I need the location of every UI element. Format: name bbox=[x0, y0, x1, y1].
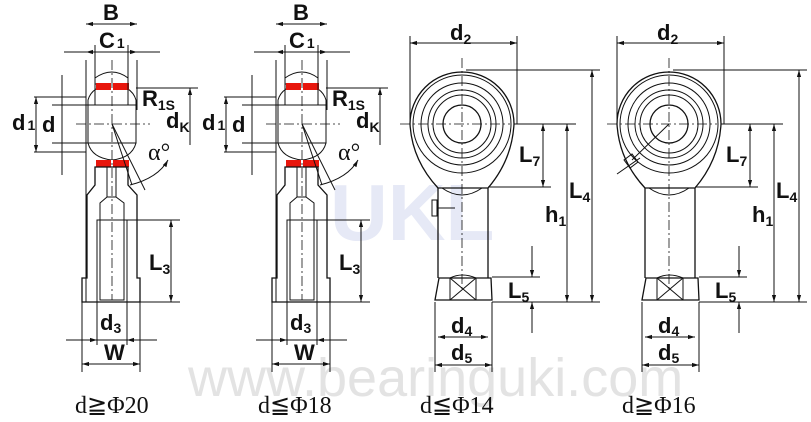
lube-nipple-side bbox=[431, 199, 455, 217]
label-alpha: α° bbox=[338, 140, 360, 166]
label-B: B bbox=[103, 0, 119, 25]
label-L7: L7 bbox=[726, 142, 747, 169]
label-L3: L3 bbox=[149, 250, 170, 277]
label-L5: L5 bbox=[508, 278, 529, 305]
label-L5: L5 bbox=[715, 278, 736, 305]
label-d5: d5 bbox=[658, 340, 679, 366]
label-L3: L3 bbox=[339, 250, 360, 277]
label-alpha: α° bbox=[148, 140, 170, 166]
label-d2: d2 bbox=[450, 20, 471, 47]
label-L4: L4 bbox=[569, 178, 590, 205]
label-d4: d4 bbox=[451, 313, 472, 339]
label-d: d bbox=[42, 112, 55, 137]
brand-watermark: UKL bbox=[330, 168, 494, 257]
figure-1-caption: d≧Φ20 bbox=[75, 393, 149, 419]
label-d4: d4 bbox=[658, 313, 679, 339]
label-dK: dK bbox=[166, 108, 190, 135]
label-W: W bbox=[104, 340, 125, 365]
label-R1s: R1S bbox=[332, 86, 365, 113]
label-d3: d3 bbox=[290, 310, 311, 336]
figure-3-caption: d≦Φ14 bbox=[420, 393, 494, 419]
label-d5: d5 bbox=[451, 340, 472, 366]
label-h1: h1 bbox=[545, 202, 566, 229]
label-L7: L7 bbox=[519, 142, 540, 169]
label-h1: h1 bbox=[752, 202, 773, 229]
figure-4-caption: d≧Φ16 bbox=[622, 393, 696, 419]
label-d2: d2 bbox=[657, 20, 678, 47]
lube-nipple-angled bbox=[616, 123, 670, 175]
label-d: d bbox=[232, 112, 245, 137]
label-dK: dK bbox=[356, 108, 380, 135]
label-B: B bbox=[293, 0, 309, 25]
figure-2-caption: d≦Φ18 bbox=[258, 393, 332, 419]
label-d3: d3 bbox=[100, 310, 121, 336]
label-L4: L4 bbox=[776, 178, 797, 205]
figure-4-view-large: d2 L7 L4 h1 L5 d4 d5 d≧Φ16 bbox=[607, 20, 807, 419]
figure-3-view-small: d2 L7 L4 h1 L5 d4 d5 d≦Φ14 bbox=[400, 20, 600, 419]
figure-4-drawing bbox=[607, 36, 807, 372]
label-W: W bbox=[294, 340, 315, 365]
label-R1s: R1S bbox=[142, 86, 175, 113]
